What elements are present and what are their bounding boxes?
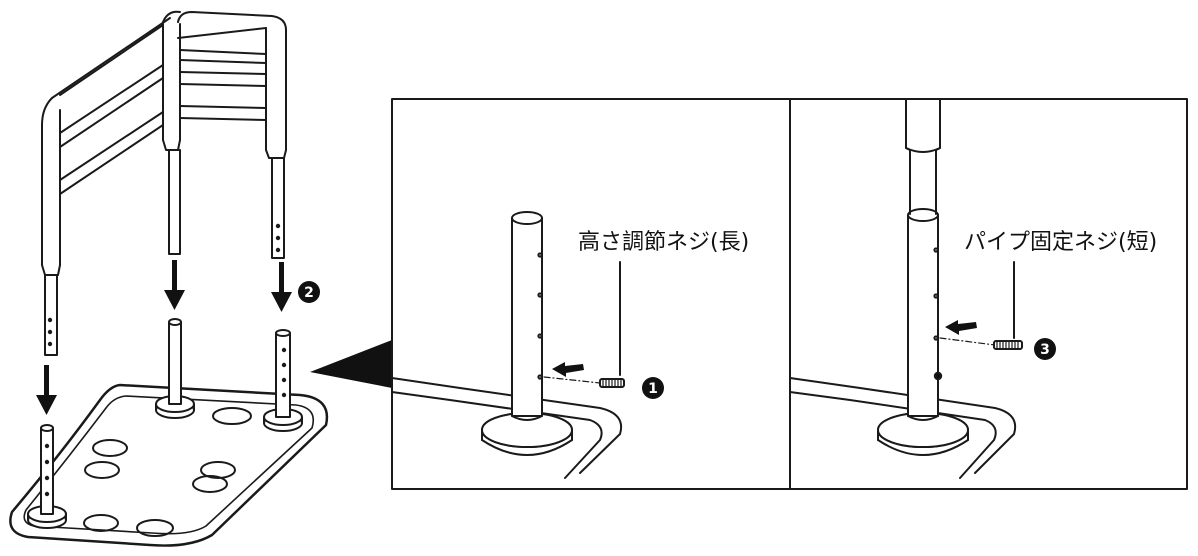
- base-post-center: [155, 318, 195, 419]
- step-2-number: 2: [304, 285, 314, 301]
- base-post-left: [27, 424, 67, 529]
- callout-pointer: [310, 340, 392, 388]
- down-arrow-right: [271, 262, 292, 312]
- base-plate: [9, 383, 329, 547]
- step-3-badge: 3: [1034, 338, 1056, 360]
- step-2-badge: 2: [298, 281, 320, 303]
- pipe-fix-screw-label: パイプ固定ネジ(短): [964, 230, 1158, 255]
- step-3-number: 3: [1040, 342, 1050, 358]
- detail-panel-2: [789, 98, 1023, 479]
- height-adjust-screw-label: 高さ調節ネジ(長): [578, 230, 750, 255]
- detail-panel-1: [391, 211, 625, 479]
- down-arrow-left: [36, 365, 57, 415]
- base-post-right: [263, 329, 303, 432]
- step-1-badge: 1: [642, 377, 664, 399]
- down-arrow-center: [164, 260, 185, 310]
- handrail-frame: [41, 10, 287, 356]
- step-1-number: 1: [648, 381, 658, 397]
